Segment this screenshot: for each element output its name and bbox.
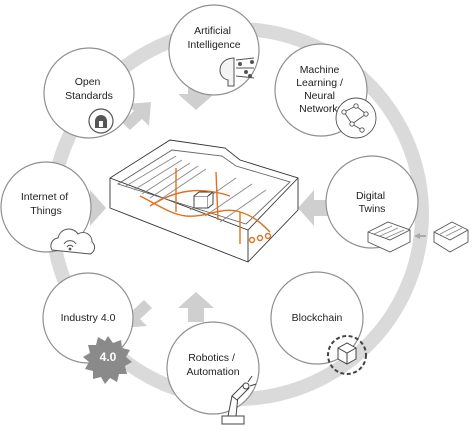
node-label-line: Standards — [65, 90, 113, 102]
gear-badge-icon: 4.0 — [83, 336, 132, 384]
gear-badge-text: 4.0 — [100, 350, 117, 364]
node-open: Open Standards — [43, 47, 135, 139]
node-blockchain: Blockchain — [270, 271, 367, 375]
node-label-line: Artificial — [194, 25, 231, 37]
svg-text:Open Standards: Open Standards — [65, 76, 113, 102]
node-label-line: Digital — [356, 190, 385, 202]
node-label-line: Networks — [299, 103, 343, 115]
arrow-robotics — [178, 292, 214, 322]
orange-pipes — [139, 168, 272, 244]
node-circle — [166, 321, 260, 415]
svg-text:Blockchain: Blockchain — [292, 312, 343, 324]
node-label-line: Neural — [304, 90, 335, 102]
arrow-twins — [298, 190, 328, 226]
node-twins: Digital Twins — [325, 155, 469, 253]
svg-text:Robotics / Automation: Robotics / Automation — [186, 352, 239, 378]
arrow-open — [122, 102, 151, 130]
svg-text:Internet of Things: Internet of Things — [21, 191, 71, 217]
node-ml: Machine Learning / Neural Networks — [274, 43, 377, 139]
cloud-wifi-icon — [50, 228, 96, 255]
twin-buildings-icon — [367, 221, 469, 253]
node-label-line: Automation — [186, 366, 239, 378]
node-industry: Industry 4.0 4.0 — [42, 272, 134, 384]
node-label-line: Things — [30, 205, 62, 217]
brain-network-icon — [219, 57, 255, 87]
svg-text:Industry 4.0: Industry 4.0 — [61, 312, 116, 324]
node-label-line: Robotics / — [188, 352, 235, 364]
node-label-line: Industry 4.0 — [61, 312, 116, 324]
node-robotics: Robotics / Automation — [166, 321, 260, 425]
node-label-line: Machine — [300, 64, 340, 76]
node-label-line: Blockchain — [292, 312, 343, 324]
node-label-line: Twins — [359, 203, 386, 215]
node-circle — [168, 4, 260, 96]
neural-network-icon — [335, 97, 377, 139]
cube-chain-icon — [327, 335, 367, 375]
node-label-line: Internet of — [21, 191, 68, 203]
node-circle — [270, 271, 364, 365]
open-lock-icon — [88, 108, 114, 134]
node-label-line: Intelligence — [187, 39, 240, 51]
robot-arm-icon — [221, 375, 257, 425]
svg-text:Machine Learning /: Machine Learning / Neural Networks — [296, 64, 346, 115]
node-label-line: Open — [75, 76, 101, 88]
arrow-ai — [178, 80, 214, 110]
svg-text:Artificial Intelligence: Artificial Intelligence — [187, 25, 240, 51]
svg-text:Digital Twins: Digital Twins — [356, 190, 388, 215]
node-iot: Internet of Things — [0, 161, 96, 255]
building-isometric-icon — [109, 139, 299, 263]
node-ai: Artificial Intelligence — [168, 4, 260, 96]
node-label-line: Learning / — [296, 77, 343, 89]
